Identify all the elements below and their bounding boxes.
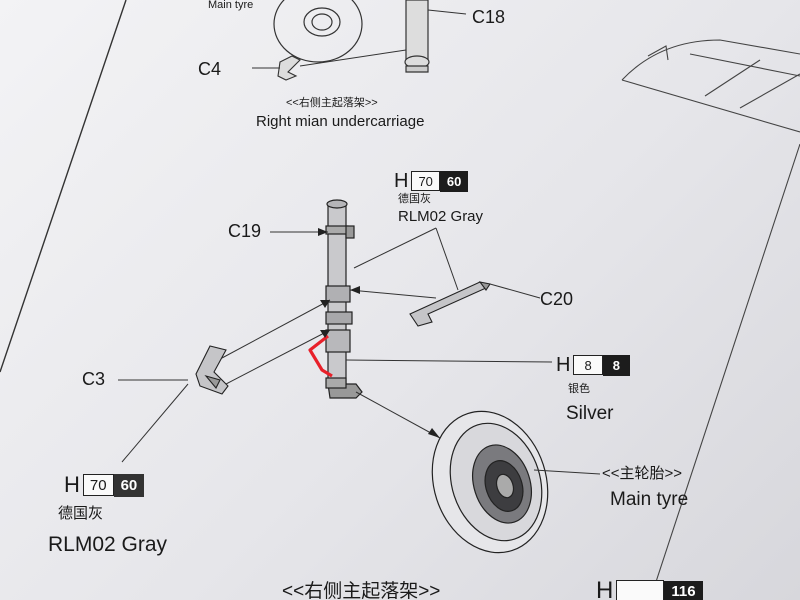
bracket-c3 bbox=[195, 345, 229, 395]
paint-code-left: H 70 60 bbox=[64, 472, 145, 497]
paint-name-cn-left: 德国灰 bbox=[58, 505, 104, 522]
paint-code-alt: 116 bbox=[664, 580, 703, 600]
frame-line bbox=[649, 143, 800, 600]
main-tyre-en: Main tyre bbox=[610, 489, 689, 510]
part-label-c19: C19 bbox=[228, 221, 262, 241]
top-bracket-c4 bbox=[277, 55, 301, 81]
paint-code-alt: 60 bbox=[439, 170, 469, 192]
paint-name-en-silver: Silver bbox=[566, 403, 614, 424]
part-label-c3: C3 bbox=[82, 369, 106, 389]
paint-name-en-top: RLM02 Gray bbox=[398, 208, 484, 225]
paint-code-number: 70 bbox=[82, 474, 114, 496]
paint-name-cn-top: 德国灰 bbox=[398, 193, 431, 205]
main-tyre bbox=[431, 410, 549, 554]
paint-code-silver: H 8 8 bbox=[556, 354, 630, 376]
paint-code-alt: 60 bbox=[113, 473, 145, 497]
right-undercarriage-cn: <<右侧主起落架>> bbox=[286, 97, 378, 109]
part-label-c4: C4 bbox=[198, 59, 222, 79]
paint-name-cn-silver: 银色 bbox=[568, 383, 590, 395]
bracket-c20 bbox=[409, 281, 491, 327]
paint-code-bottom: H 116 bbox=[596, 577, 703, 600]
paint-prefix: H bbox=[394, 169, 409, 192]
frame-line bbox=[0, 0, 127, 373]
paint-code-number bbox=[616, 580, 665, 600]
arrowheads bbox=[318, 228, 440, 438]
top-tyre-label: Main tyre bbox=[208, 0, 254, 11]
top-wheel-drawing bbox=[273, 0, 363, 63]
leader-lines bbox=[118, 227, 601, 475]
right-undercarriage-en: Right mian undercarriage bbox=[256, 113, 425, 130]
paint-name-en-left: RLM02 Gray bbox=[48, 533, 168, 556]
red-marker bbox=[308, 334, 333, 378]
part-label-c18: C18 bbox=[472, 7, 506, 27]
paint-code-alt: 8 bbox=[602, 354, 630, 376]
paint-code-number: 8 bbox=[573, 355, 603, 375]
main-strut-c19 bbox=[325, 199, 363, 399]
top-strut-c18 bbox=[404, 0, 430, 73]
wing-outline bbox=[621, 39, 800, 133]
paint-code-top: H 70 60 bbox=[394, 169, 469, 192]
paint-code-number: 70 bbox=[411, 171, 440, 191]
paint-prefix: H bbox=[596, 577, 614, 600]
paint-prefix: H bbox=[64, 472, 80, 497]
main-tyre-cn: <<主轮胎>> bbox=[602, 465, 683, 482]
bottom-heading-cn: <<右侧主起落架>> bbox=[282, 581, 441, 600]
paint-prefix: H bbox=[556, 353, 571, 376]
part-label-c20: C20 bbox=[540, 289, 574, 309]
